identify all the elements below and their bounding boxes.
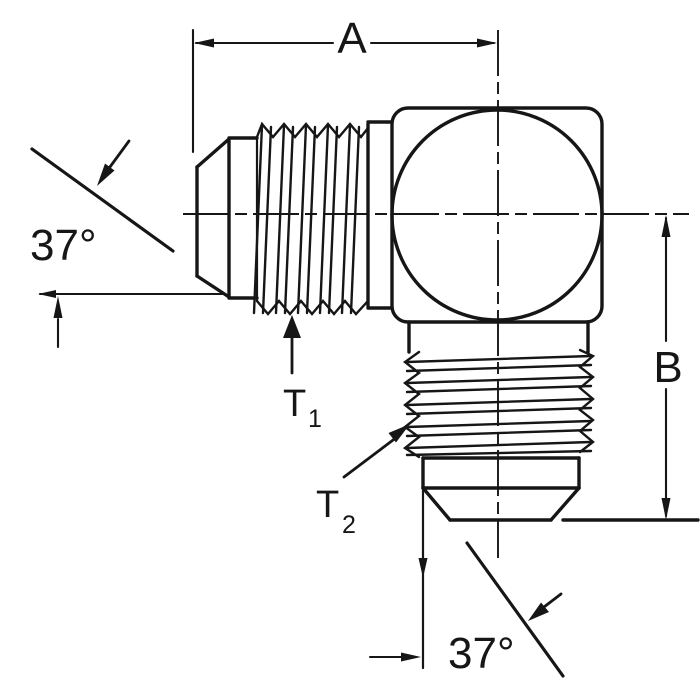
- bottom-thread-flanks: [405, 354, 593, 457]
- t1-label-subscript: 1: [308, 405, 322, 433]
- t1-arrowhead: [283, 315, 301, 338]
- br-arrowhead: [528, 602, 549, 621]
- tl-angle-label: 37°: [30, 221, 97, 270]
- tl-arrowhead: [97, 163, 115, 186]
- bottom-thread-crests-right: [578, 348, 596, 454]
- br-angle-line: [465, 541, 565, 678]
- t2-label-subscript: 2: [342, 511, 356, 539]
- flare-angle-top-left: 37°: [30, 139, 224, 349]
- flare-angle-bottom-right: 37°: [368, 488, 565, 678]
- bottom-flare-nose: [421, 486, 581, 522]
- thread-callout-t1: T 1: [283, 315, 322, 433]
- left-thread-flanks: [252, 123, 361, 315]
- br-down-arrowhead: [418, 558, 428, 578]
- bottom-threads: [402, 348, 596, 459]
- tl-angle-line: [30, 147, 175, 253]
- dim-b-label: B: [653, 343, 682, 392]
- t2-arrowhead: [388, 424, 410, 443]
- br-right-arrowhead: [401, 652, 421, 662]
- dimension-b: B: [561, 215, 700, 522]
- centerlines: [183, 30, 689, 558]
- bottom-thread-crests-left: [402, 350, 422, 459]
- bottom-port: [402, 320, 596, 522]
- left-threads: [252, 121, 370, 316]
- elbow-body: [390, 106, 604, 324]
- tl-reference-arrowhead: [38, 290, 56, 298]
- br-arrow-line: [542, 592, 563, 609]
- left-collar: [227, 135, 259, 303]
- br-angle-label: 37°: [448, 629, 515, 678]
- dim-a-arrowhead-right: [477, 38, 497, 48]
- bottom-shoulder: [407, 320, 590, 354]
- left-flare-nose: [195, 137, 231, 299]
- thread-callout-t2: T 2: [316, 424, 410, 539]
- left-port: [195, 120, 394, 316]
- left-thread-crests-top: [255, 121, 370, 139]
- t2-leader-line: [342, 435, 399, 479]
- body-boss-circle: [390, 108, 604, 322]
- dim-b-arrowhead-top: [661, 215, 671, 237]
- left-thread-runout: [366, 120, 394, 310]
- bottom-thread-runout: [421, 456, 581, 490]
- dim-a-label: A: [337, 14, 367, 63]
- tl-up-arrowhead: [53, 296, 63, 318]
- dim-b-arrowhead-bottom: [661, 498, 671, 520]
- t1-label: T: [283, 383, 306, 425]
- tl-arrow-line: [105, 139, 131, 173]
- dim-a-arrowhead-left: [194, 38, 214, 48]
- t2-label: T: [316, 484, 339, 526]
- dimension-a: A: [191, 14, 497, 154]
